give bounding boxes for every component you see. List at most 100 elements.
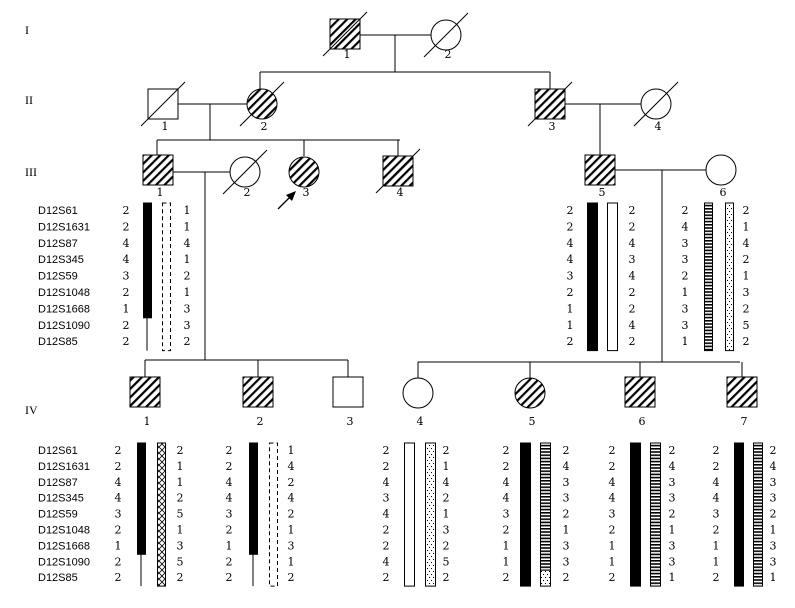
female-symbol	[288, 156, 320, 188]
marker-label: D12S87	[38, 477, 78, 489]
allele-left: 2	[567, 335, 574, 348]
deceased-slash	[239, 81, 285, 127]
allele-left: 2	[115, 524, 122, 537]
allele-right: 1	[288, 555, 295, 568]
individual-label: 3	[549, 120, 556, 133]
deceased-slash	[527, 81, 573, 127]
allele-left: 2	[713, 571, 720, 584]
allele-right: 4	[669, 460, 676, 473]
allele-left: 4	[682, 220, 689, 233]
allele-left: 4	[609, 492, 616, 505]
allele-right: 3	[563, 492, 570, 505]
allele-left: 4	[567, 237, 574, 250]
allele-right: 1	[669, 524, 676, 537]
allele-left: 2	[713, 460, 720, 473]
allele-left: 2	[383, 524, 390, 537]
haplotypes	[137, 202, 763, 587]
allele-right: 2	[770, 508, 777, 521]
generation-label: III	[25, 165, 37, 179]
allele-left: 2	[682, 204, 689, 217]
allele-right: 2	[563, 571, 570, 584]
allele-left: 4	[609, 476, 616, 489]
allele-left: 1	[609, 555, 616, 568]
allele-left: 3	[682, 253, 689, 266]
allele-right: 4	[563, 460, 570, 473]
individual-label: 2	[244, 186, 251, 199]
allele-right: 3	[443, 524, 450, 537]
allele-left: 2	[609, 460, 616, 473]
allele-left: 2	[226, 444, 233, 457]
allele-left: 3	[115, 508, 122, 521]
male-symbol	[624, 376, 656, 408]
allele-right: 2	[629, 204, 636, 217]
allele-right: 2	[443, 444, 450, 457]
allele-left: 1	[713, 539, 720, 552]
allele-left: 2	[567, 204, 574, 217]
allele-left: 3	[713, 508, 720, 521]
allele-left: 2	[503, 524, 510, 537]
allele-right: 5	[443, 555, 450, 568]
male-symbol	[142, 154, 174, 186]
allele-left: 4	[713, 476, 720, 489]
allele-right: 1	[184, 253, 191, 266]
allele-left: 4	[123, 237, 130, 250]
individual-label: 4	[397, 186, 404, 199]
haplotype-bar-solid	[734, 442, 744, 587]
individual-label: 6	[720, 186, 727, 199]
haplotype-bar-dots	[540, 569, 551, 587]
allele-left: 2	[609, 524, 616, 537]
allele-right: 3	[669, 476, 676, 489]
haplotype-bar-cross	[157, 442, 166, 587]
male-symbol	[129, 376, 161, 408]
allele-right: 2	[443, 571, 450, 584]
allele-right: 1	[177, 476, 184, 489]
allele-left: 4	[713, 492, 720, 505]
allele-left: 2	[123, 319, 130, 332]
allele-right: 3	[770, 539, 777, 552]
allele-right: 1	[177, 524, 184, 537]
marker-label: D12S1631	[38, 221, 90, 233]
marker-label: D12S1090	[38, 320, 90, 332]
allele-right: 1	[177, 460, 184, 473]
allele-left: 1	[609, 539, 616, 552]
allele-right: 2	[743, 253, 750, 266]
allele-left: 1	[503, 539, 510, 552]
allele-right: 2	[743, 204, 750, 217]
individual-label: 2	[257, 415, 264, 428]
female-symbol	[705, 154, 737, 186]
allele-left: 4	[226, 476, 233, 489]
allele-left: 4	[123, 253, 130, 266]
allele-left: 3	[503, 508, 510, 521]
allele-right: 2	[288, 476, 295, 489]
allele-left: 4	[383, 476, 390, 489]
allele-right: 2	[770, 444, 777, 457]
allele-left: 2	[226, 524, 233, 537]
allele-left: 2	[609, 444, 616, 457]
allele-right: 3	[770, 555, 777, 568]
allele-left: 2	[567, 220, 574, 233]
allele-left: 4	[383, 555, 390, 568]
allele-right: 2	[629, 302, 636, 315]
allele-right: 2	[184, 335, 191, 348]
individual-label: 7	[741, 415, 748, 428]
allele-left: 2	[682, 270, 689, 283]
allele-left: 1	[682, 335, 689, 348]
allele-left: 2	[115, 555, 122, 568]
allele-left: 2	[609, 571, 616, 584]
allele-right: 5	[177, 555, 184, 568]
allele-right: 5	[743, 319, 750, 332]
haplotype-bar-solid	[587, 202, 598, 352]
allele-right: 1	[563, 524, 570, 537]
allele-right: 4	[629, 270, 636, 283]
deceased-slash	[633, 81, 679, 127]
allele-right: 4	[288, 460, 295, 473]
allele-left: 2	[123, 220, 130, 233]
haplotype-bar-open	[404, 442, 415, 587]
male-symbol	[242, 376, 274, 408]
haplotype-bar-stripes	[704, 202, 713, 352]
haplotype-bar-solid	[249, 442, 258, 555]
allele-left: 4	[115, 476, 122, 489]
allele-left: 2	[383, 539, 390, 552]
allele-right: 4	[288, 492, 295, 505]
